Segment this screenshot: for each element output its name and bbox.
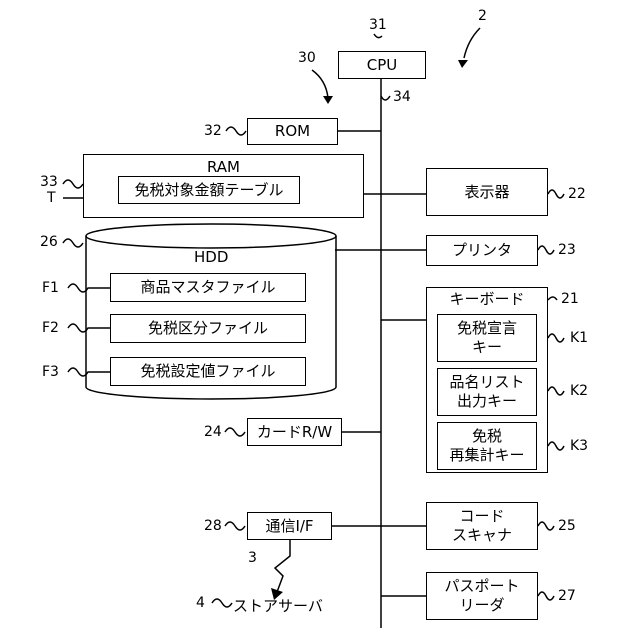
passport-reader-ref: 27: [558, 588, 576, 604]
display-label: 表示器: [464, 183, 509, 202]
f1-ref: F1: [42, 280, 59, 296]
key2-line1: 品名リスト: [449, 373, 524, 392]
hdd-cylinder-top: [86, 224, 336, 248]
card-rw-label: カードR/W: [257, 423, 332, 442]
keyboard-ref: 21: [561, 291, 579, 307]
system-pointer-arrowhead: [458, 60, 468, 68]
passport-reader-box: パスポート リーダ: [426, 572, 538, 620]
hdd-ref: 26: [40, 234, 58, 250]
printer-label: プリンタ: [452, 241, 512, 260]
system-ref: 2: [478, 8, 487, 24]
network-link-zigzag: [275, 540, 290, 592]
item-list-output-key-box: 品名リスト 出力キー: [437, 368, 537, 416]
ram-ref: 33: [40, 174, 58, 190]
store-server-ref: 4: [196, 595, 205, 611]
comm-if-label: 通信I/F: [265, 517, 313, 536]
key3-line2: 再集計キー: [449, 446, 524, 465]
rom-box: ROM: [247, 118, 338, 145]
comm-if-box: 通信I/F: [247, 512, 332, 540]
key2-line2: 出力キー: [457, 392, 517, 411]
product-master-file-label: 商品マスタファイル: [140, 278, 275, 297]
display-box: 表示器: [426, 168, 548, 216]
bus-pointer-arrowhead: [323, 96, 333, 104]
cpu-ref: 31: [369, 17, 387, 33]
code-scanner-line2: スキャナ: [452, 526, 512, 545]
bus-pointer-arrow: [312, 70, 328, 98]
system-pointer-arrow: [464, 28, 480, 58]
key3-ref: K3: [570, 438, 588, 454]
printer-ref: 23: [558, 242, 576, 258]
key1-ref: K1: [570, 330, 588, 346]
store-server-label: ストアサーバ: [233, 595, 323, 616]
product-master-file-box: 商品マスタファイル: [110, 273, 306, 302]
rom-label: ROM: [275, 122, 310, 141]
f2-ref: F2: [42, 320, 59, 336]
display-ref: 22: [568, 186, 586, 202]
network-ref: 3: [248, 550, 257, 566]
bus-ref: 34: [393, 89, 411, 105]
table-marker: T: [47, 190, 56, 206]
cpu-box: CPU: [338, 51, 426, 79]
passport-reader-line1: パスポート: [444, 577, 519, 596]
rom-ref: 32: [204, 123, 222, 139]
cpu-label: CPU: [367, 56, 398, 75]
hdd-label: HDD: [194, 248, 228, 266]
passport-reader-line2: リーダ: [459, 596, 504, 615]
tax-free-recount-key-box: 免税 再集計キー: [437, 422, 537, 470]
key3-line1: 免税: [472, 427, 502, 446]
bus-group-ref: 30: [298, 50, 316, 66]
code-scanner-box: コード スキャナ: [426, 502, 538, 550]
printer-box: プリンタ: [426, 235, 538, 266]
tax-free-settings-file-label: 免税設定値ファイル: [140, 362, 275, 381]
ram-label: RAM: [207, 158, 240, 177]
code-scanner-line1: コード: [459, 507, 504, 526]
f3-ref: F3: [42, 364, 59, 380]
tax-free-category-file-box: 免税区分ファイル: [110, 314, 306, 343]
tax-free-table-box: 免税対象金額テーブル: [118, 176, 300, 204]
tax-free-declaration-key-box: 免税宣言 キー: [437, 314, 537, 362]
tax-free-category-file-label: 免税区分ファイル: [148, 319, 268, 338]
code-scanner-ref: 25: [558, 518, 576, 534]
comm-if-ref: 28: [204, 518, 222, 534]
card-rw-ref: 24: [204, 424, 222, 440]
card-rw-box: カードR/W: [247, 418, 342, 446]
key1-line1: 免税宣言: [457, 319, 517, 338]
key1-line2: キー: [472, 338, 502, 357]
key2-ref: K2: [570, 383, 588, 399]
tax-free-settings-file-box: 免税設定値ファイル: [110, 357, 306, 386]
tax-free-table-label: 免税対象金額テーブル: [134, 181, 283, 200]
keyboard-label: キーボード: [449, 290, 524, 309]
